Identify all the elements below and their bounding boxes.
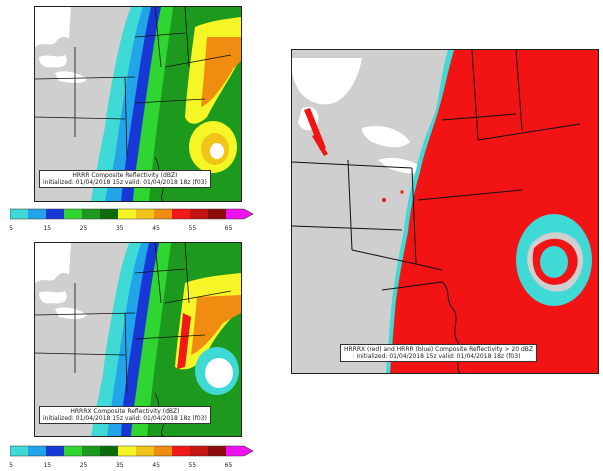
colorbar-swatch xyxy=(208,446,227,456)
comparison-caption: HRRRX (red) and HRRR (blue) Composite Re… xyxy=(340,344,537,362)
colorbar-swatch xyxy=(64,209,83,219)
state-borders xyxy=(292,50,581,291)
colorbar-swatch xyxy=(100,209,119,219)
hrrrx-caption: HRRRX Composite Reflectivity (dBZ) initi… xyxy=(39,406,211,424)
colorbar-tick-label: 5 xyxy=(9,462,13,469)
comparison-caption-times: initialized: 01/04/2018 15z valid: 01/04… xyxy=(356,353,521,360)
hrrrx-map-svg xyxy=(35,243,241,436)
colorbar-swatch xyxy=(136,446,155,456)
colorbar-tick-label: 45 xyxy=(152,462,160,469)
reflectivity-band xyxy=(191,295,241,355)
colorbar-swatch xyxy=(82,209,101,219)
hrrrx-caption-times: initialized: 01/04/2018 15z valid: 01/04… xyxy=(43,415,207,422)
hrrrx-colorbar-ticks: 5 15 25 35 45 55 65 xyxy=(9,461,254,471)
colorbar-tick-label: 25 xyxy=(79,225,88,232)
lake-water xyxy=(35,243,71,283)
lake-water xyxy=(292,58,362,105)
colorbar-tick-label: 65 xyxy=(224,225,233,232)
hrrr-colorbar: 5 15 25 35 45 55 65 xyxy=(9,205,254,232)
colorbar-tick-label: 65 xyxy=(224,462,233,469)
colorbar-swatch xyxy=(136,209,155,219)
colorbar-swatch xyxy=(190,209,209,219)
colorbar-swatch xyxy=(226,209,245,219)
colorbar-swatch xyxy=(172,446,191,456)
colorbar-tick-label: 15 xyxy=(43,462,52,469)
colorbar-swatch xyxy=(28,446,47,456)
colorbar-swatch xyxy=(154,209,173,219)
colorbar-tick-label: 55 xyxy=(188,225,197,232)
hrrrx-cell xyxy=(382,198,386,202)
colorbar-swatch xyxy=(46,209,65,219)
lake-water xyxy=(55,71,87,83)
colorbar-tick-label: 5 xyxy=(9,225,13,232)
lake-water xyxy=(35,7,71,47)
hrrrx-cell xyxy=(400,190,404,194)
hrrrx-reflectivity-streak xyxy=(312,134,328,156)
hrrr-colorbar-swatches xyxy=(9,208,254,220)
colorbar-swatch xyxy=(10,446,29,456)
hrrrx-caption-title: HRRRX Composite Reflectivity (dBZ) xyxy=(70,408,180,415)
comparison-map-svg xyxy=(292,50,598,373)
colorbar-swatch xyxy=(190,446,209,456)
colorbar-tick-label: 15 xyxy=(43,225,52,232)
reflectivity-band xyxy=(201,37,241,107)
colorbar-swatch xyxy=(46,446,65,456)
lake-water xyxy=(378,157,426,174)
colorbar-swatch xyxy=(118,446,137,456)
colorbar-swatch xyxy=(154,446,173,456)
storm-center xyxy=(540,246,568,278)
colorbar-swatch xyxy=(82,446,101,456)
hrrr-colorbar-ticks: 5 15 25 35 45 55 65 xyxy=(9,224,254,234)
hrrrx-cell xyxy=(414,206,418,210)
colorbar-extend-arrow xyxy=(244,446,253,456)
storm-eye xyxy=(210,143,224,159)
lake-water xyxy=(39,55,67,68)
hrrrx-reflectivity-map: HRRRX Composite Reflectivity (dBZ) initi… xyxy=(34,242,242,437)
lake-water xyxy=(39,291,67,304)
reflectivity-band xyxy=(177,313,191,369)
state-borders xyxy=(35,7,232,158)
colorbar-tick-label: 55 xyxy=(188,462,197,469)
colorbar-swatch xyxy=(118,209,137,219)
comparison-caption-title: HRRRX (red) and HRRR (blue) Composite Re… xyxy=(344,346,533,353)
colorbar-swatch xyxy=(172,209,191,219)
lake-water xyxy=(362,125,410,148)
colorbar-tick-label: 25 xyxy=(79,462,88,469)
hrrrx-colorbar-swatches xyxy=(9,445,254,457)
colorbar-swatch xyxy=(64,446,83,456)
colorbar-swatch xyxy=(28,209,47,219)
colorbar-tick-label: 45 xyxy=(152,225,160,232)
hrrrx-reflectivity-streak xyxy=(304,108,326,150)
colorbar-swatch xyxy=(226,446,245,456)
colorbar-swatch xyxy=(10,209,29,219)
colorbar-swatch xyxy=(100,446,119,456)
hrrr-caption-title: HRRR Composite Reflectivity (dBZ) xyxy=(72,172,178,179)
hrrrx-colorbar: 5 15 25 35 45 55 65 xyxy=(9,442,254,469)
state-borders xyxy=(35,243,232,394)
colorbar-swatch xyxy=(208,209,227,219)
hrrr-caption-times: initialized: 01/04/2018 15z valid: 01/04… xyxy=(43,179,207,186)
colorbar-tick-label: 35 xyxy=(115,462,124,469)
hrrr-caption: HRRR Composite Reflectivity (dBZ) initia… xyxy=(39,170,211,188)
lake-water xyxy=(55,307,87,319)
comparison-reflectivity-map: HRRRX (red) and HRRR (blue) Composite Re… xyxy=(291,49,599,374)
storm-eye xyxy=(205,358,233,388)
colorbar-extend-arrow xyxy=(244,209,253,219)
hrrr-reflectivity-map: HRRR Composite Reflectivity (dBZ) initia… xyxy=(34,6,242,202)
hrrr-map-svg xyxy=(35,7,241,201)
colorbar-tick-label: 35 xyxy=(115,225,124,232)
